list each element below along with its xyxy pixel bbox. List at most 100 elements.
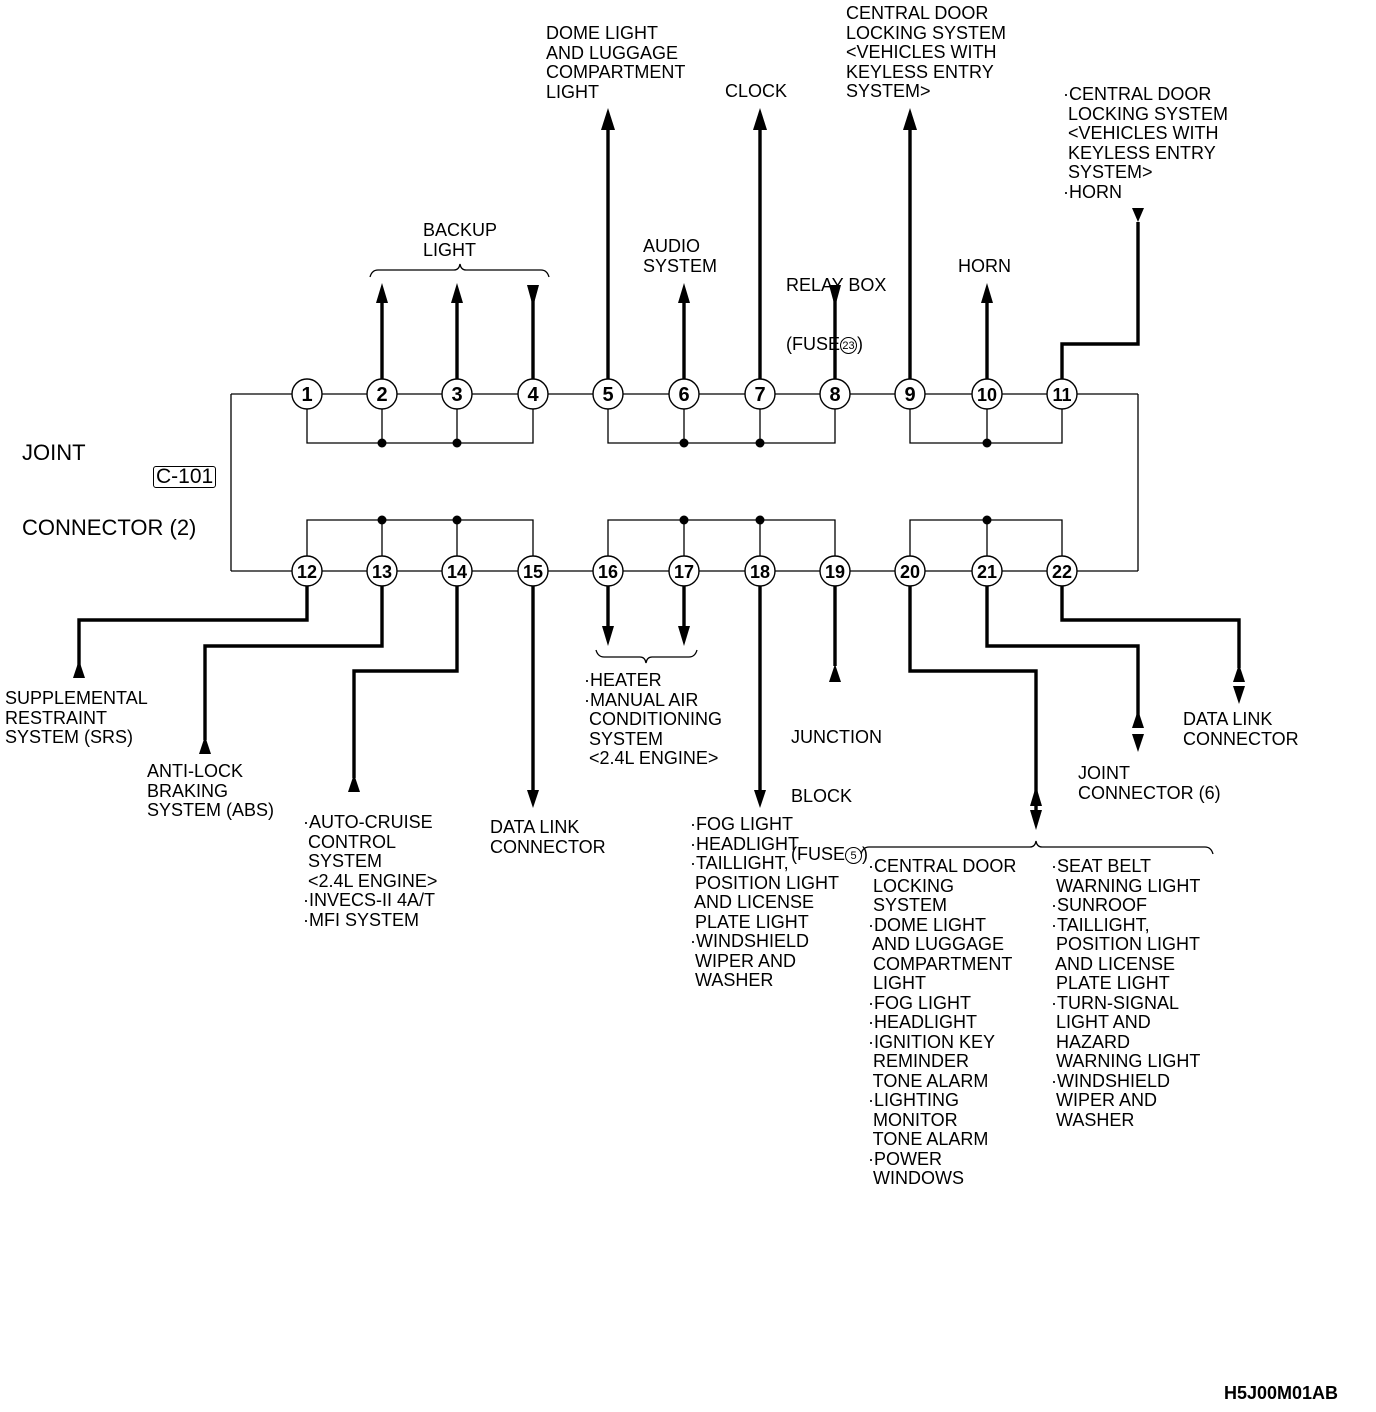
label-line: <2.4L ENGINE> (303, 870, 438, 891)
pin-top-number-11: 11 (1052, 385, 1071, 405)
label-pin20-col2: ·SEAT BELT WARNING LIGHT ·SUNROOF·TAILLIG… (1051, 856, 1201, 1130)
label-line: LOCKING (868, 875, 955, 896)
pin-bottom-number-16: 16 (598, 562, 618, 582)
label-line: KEYLESS ENTRY (1063, 142, 1216, 163)
label-line: CONDITIONING (584, 709, 722, 729)
pin-bottom-circle-19 (819, 555, 851, 587)
label-line: SYSTEM> (846, 81, 931, 101)
junction-block-fuse-suffix: ) (862, 844, 868, 864)
label-line: BRAKING (147, 780, 229, 801)
relay-box-fuse-prefix: (FUSE (786, 333, 840, 354)
label-line: SYSTEM (643, 255, 718, 276)
junction-block-line2: BLOCK (791, 785, 853, 806)
label-line: ·SEAT BELT (1051, 856, 1152, 876)
label-line: ·POWER (868, 1148, 942, 1169)
label-line: ·HEATER (584, 670, 662, 690)
braces (369, 263, 1214, 855)
pin-top-circle-7 (744, 378, 776, 410)
pin-bottom-circle-21 (971, 555, 1003, 587)
pin-top-number-4: 4 (527, 384, 539, 406)
label-line: ·INVECS-II 4A/T (303, 890, 436, 910)
label-line: DOME LIGHT (546, 23, 659, 43)
label-line: POSITION LIGHT (690, 872, 840, 893)
label-line: <2.4L ENGINE> (584, 748, 719, 768)
label-line: SYSTEM> (1063, 162, 1153, 182)
pin-bottom-circle-14 (441, 555, 473, 587)
label-line: ·WINDSHIELD (690, 931, 810, 951)
pin-top-circle-11 (1046, 378, 1078, 410)
label-line: AND LUGGAGE (868, 934, 1005, 954)
label-horn: HORN (958, 256, 1011, 277)
pin-top-circle-1 (291, 378, 323, 410)
label-line: CLOCK (725, 81, 788, 101)
pin-bottom-number-14: 14 (447, 562, 467, 582)
label-line: <VEHICLES WITH (846, 42, 997, 62)
label-auto-cruise: ·AUTO-CRUISE CONTROL SYSTEM <2.4L ENGINE… (303, 812, 438, 930)
label-line: LIGHT (546, 81, 600, 102)
label-line: HORN (958, 256, 1011, 276)
label-line: LIGHT (868, 973, 927, 993)
label-line: PLATE LIGHT (1051, 973, 1170, 993)
label-line: CONNECTOR (1183, 728, 1299, 749)
pin-top-number-3: 3 (451, 384, 462, 406)
label-line: SYSTEM (303, 851, 383, 871)
pin-top-number-10: 10 (977, 385, 997, 405)
pin-bottom-number-21: 21 (977, 562, 997, 582)
label-line: ·WINDSHIELD (1051, 1070, 1171, 1091)
label-line: RESTRAINT (5, 707, 108, 728)
label-line: ·MFI SYSTEM (303, 909, 419, 930)
pin-top-number-5: 5 (602, 384, 613, 406)
label-central-door-horn: ·CENTRAL DOOR LOCKING SYSTEM <VEHICLES W… (1063, 84, 1228, 202)
label-line: ·FOG LIGHT (690, 814, 793, 834)
label-line: <VEHICLES WITH (1063, 123, 1219, 143)
label-heater: ·HEATER·MANUAL AIR CONDITIONING SYSTEM <… (584, 670, 722, 769)
label-line: SUPPLEMENTAL (5, 688, 148, 708)
label-line: DATA LINK (1183, 709, 1273, 729)
junction-dots (377, 438, 992, 525)
pin-bottom-number-18: 18 (750, 562, 770, 582)
label-line: ·AUTO-CRUISE (303, 812, 433, 832)
pin-top-number-1: 1 (301, 384, 312, 406)
label-line: WARNING LIGHT (1051, 1051, 1201, 1071)
relay-box-fuse-suffix: ) (857, 333, 863, 354)
wire-leads (77, 125, 1241, 810)
label-line: SYSTEM (868, 895, 948, 915)
pin-bottom-number-22: 22 (1052, 562, 1072, 582)
label-line: AND LUGGAGE (546, 42, 679, 63)
label-line: ·IGNITION KEY (868, 1031, 996, 1052)
label-line: KEYLESS ENTRY (846, 61, 994, 82)
label-line: ANTI-LOCK (147, 761, 244, 781)
label-line: TONE ALARM (868, 1129, 989, 1149)
label-line: ·TAILLIGHT, (1051, 914, 1150, 935)
pin-top-number-7: 7 (754, 384, 765, 406)
pin-top-number-2: 2 (376, 384, 387, 406)
label-line: MONITOR (868, 1109, 958, 1130)
pin-top-circle-3 (441, 378, 473, 410)
label-line: WASHER (1051, 1109, 1135, 1130)
label-line: CONNECTOR (6) (1078, 782, 1221, 803)
label-line: TONE ALARM (868, 1070, 989, 1091)
junction-block-line1: JUNCTION (791, 727, 882, 747)
label-line: CONTROL (303, 831, 397, 852)
pin-bottom-number-17: 17 (674, 562, 694, 582)
pin-bottom-circle-22 (1046, 555, 1078, 587)
label-line: LIGHT AND (1051, 1012, 1151, 1032)
junction-block-fuse-number: 5 (845, 847, 862, 864)
label-line: REMINDER (868, 1051, 970, 1071)
pin-bottom-circle-17 (668, 555, 700, 587)
relay-box-line1: RELAY BOX (786, 275, 887, 295)
label-line: ·SUNROOF (1051, 895, 1147, 915)
pin-bottom-circle-18 (744, 555, 776, 587)
connector-name-line2: CONNECTOR (2) (22, 515, 197, 540)
